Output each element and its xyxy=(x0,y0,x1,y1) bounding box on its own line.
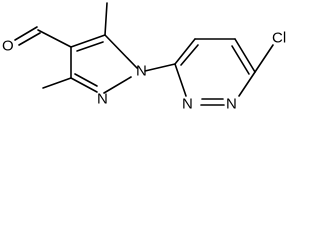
atom-nitrogen-pyridazine-b: N xyxy=(226,96,237,113)
bond-c4-c5 xyxy=(70,34,106,48)
bond-c5-n1 xyxy=(104,34,138,69)
atom-nitrogen-n2: N xyxy=(97,91,108,108)
bond-carbonyl-double-b xyxy=(18,32,41,46)
bond-n2-c3 xyxy=(70,77,98,93)
bond-c3p-c4p xyxy=(174,38,196,65)
bond-c5p-c6p xyxy=(234,38,256,73)
atom-nitrogen-n1: N xyxy=(136,63,147,80)
atom-chlorine: Cl xyxy=(272,30,286,47)
bond-aldehyde-ring xyxy=(37,29,72,48)
bond-c5p-c6p-inner xyxy=(231,45,250,75)
chemical-structure: O N N N N Cl xyxy=(2,2,286,113)
bond-n1-n2 xyxy=(103,76,132,94)
bond-c4-c5-inner xyxy=(76,41,104,52)
atom-oxygen: O xyxy=(2,38,14,55)
bond-c3-methyl xyxy=(42,77,72,89)
bond-carbonyl-double-a xyxy=(14,26,38,41)
bond-c6p-cl xyxy=(254,44,274,73)
bond-c6p-n1p xyxy=(238,71,256,97)
bond-n2-c3-inner xyxy=(74,73,98,87)
bond-n1-aryl xyxy=(144,63,176,72)
bond-n2p-c3p xyxy=(174,63,187,97)
bond-c3p-c4p-inner xyxy=(180,44,199,66)
atom-nitrogen-pyridazine-a: N xyxy=(182,96,193,113)
bond-c5-methyl xyxy=(104,2,108,36)
